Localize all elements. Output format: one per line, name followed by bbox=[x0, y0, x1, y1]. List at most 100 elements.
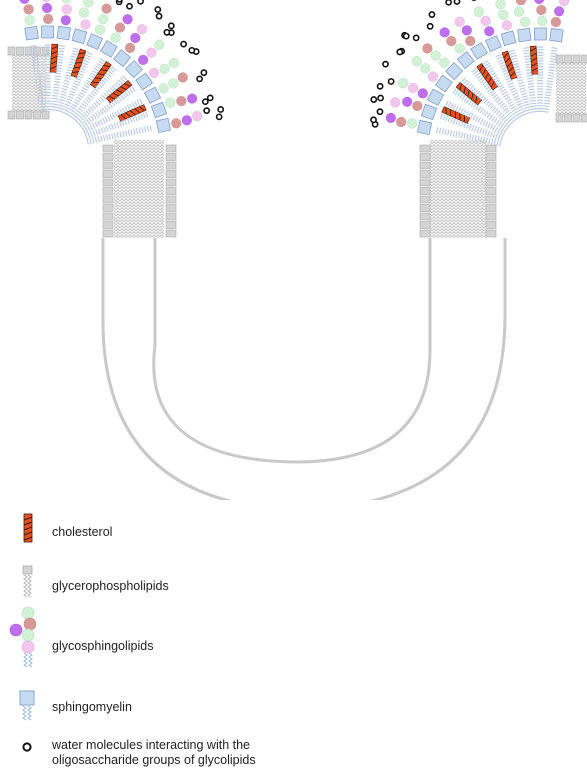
membrane-diagram bbox=[0, 0, 587, 500]
water-molecule bbox=[204, 108, 209, 113]
legend-label-cholesterol: cholesterol bbox=[52, 525, 112, 540]
water-molecule bbox=[218, 107, 223, 112]
sugar-unit bbox=[95, 25, 105, 35]
lipid-head bbox=[166, 179, 176, 186]
legend-label-sphingomyelin: sphingomyelin bbox=[52, 700, 132, 715]
lipid-head bbox=[573, 55, 580, 63]
sphingomyelin-box bbox=[550, 28, 564, 42]
sugar-unit bbox=[61, 15, 71, 25]
sugar-unit bbox=[481, 16, 491, 26]
sugar-unit bbox=[81, 19, 91, 29]
lipid-head bbox=[420, 205, 430, 212]
sugar-unit bbox=[402, 97, 412, 107]
sugar-unit bbox=[428, 72, 438, 82]
sugar-unit bbox=[79, 8, 89, 18]
lipid-head bbox=[103, 205, 113, 212]
lipid-head bbox=[166, 154, 176, 161]
lipid-head bbox=[420, 188, 430, 195]
sphingomyelin-box bbox=[427, 89, 443, 105]
lipid-head bbox=[103, 213, 113, 220]
water-molecule bbox=[371, 97, 376, 102]
right-stem-heads-b bbox=[486, 145, 496, 237]
sugar-unit bbox=[551, 17, 561, 27]
sphingomyelin-head bbox=[417, 120, 431, 134]
sphingomyelin-box bbox=[421, 104, 436, 119]
sugar-unit bbox=[440, 27, 450, 37]
sugar-unit bbox=[386, 113, 396, 123]
sphingomyelin-box bbox=[156, 118, 170, 132]
left-stem-heads-b bbox=[166, 145, 176, 237]
lipid-head bbox=[420, 145, 430, 152]
lipid-head bbox=[103, 230, 113, 237]
lipid-tail bbox=[546, 47, 555, 112]
water-molecule bbox=[169, 23, 174, 28]
sugar-unit bbox=[171, 118, 181, 128]
lipid-head bbox=[34, 111, 41, 119]
legend-item-glycerophospholipids: glycerophospholipids bbox=[0, 565, 587, 595]
water-molecule-icon bbox=[20, 740, 34, 754]
lipid-head bbox=[486, 171, 496, 178]
sphingomyelin-head bbox=[72, 29, 87, 44]
water-molecule bbox=[164, 30, 169, 35]
lipid-head bbox=[166, 188, 176, 195]
water-molecule bbox=[377, 109, 382, 114]
lipid-head bbox=[420, 179, 430, 186]
lipid-head bbox=[166, 205, 176, 212]
sugar-unit bbox=[154, 40, 164, 50]
left-flat-bilayer bbox=[8, 47, 49, 119]
sphingomyelin-box bbox=[144, 87, 160, 103]
sphingomyelin-head bbox=[485, 36, 501, 52]
lipid-head bbox=[103, 179, 113, 186]
lipid-head bbox=[486, 230, 496, 237]
sugar-unit bbox=[439, 58, 449, 68]
sugar-unit bbox=[159, 83, 169, 93]
sphingomyelin-box bbox=[101, 41, 117, 57]
sphingomyelin-box bbox=[501, 31, 516, 46]
legend-label-glycosphingolipids: glycosphingolipids bbox=[52, 639, 153, 654]
sphingomyelin-head bbox=[151, 102, 166, 117]
water-molecule bbox=[197, 76, 202, 81]
lipid-head bbox=[486, 145, 496, 152]
lipid-head bbox=[486, 205, 496, 212]
sugar-unit bbox=[149, 68, 159, 78]
sugar-unit bbox=[41, 0, 51, 2]
legend-item-glycosphingolipids: glycosphingolipids bbox=[0, 606, 587, 636]
lipid-head bbox=[103, 196, 113, 203]
sphingomyelin-head bbox=[518, 28, 531, 41]
water-molecule bbox=[203, 99, 208, 104]
lipid-head bbox=[556, 55, 563, 63]
water-molecule bbox=[397, 49, 402, 54]
sugar-unit bbox=[192, 111, 202, 121]
sugar-unit bbox=[412, 101, 422, 111]
lipid-head bbox=[486, 222, 496, 229]
water-molecule bbox=[389, 79, 394, 84]
sugar-unit bbox=[130, 33, 140, 43]
legend-item-sphingomyelin: sphingomyelin bbox=[0, 690, 587, 720]
lipid-head bbox=[565, 55, 572, 63]
lipid-head bbox=[420, 222, 430, 229]
water-molecule bbox=[446, 0, 451, 5]
sugar-unit bbox=[484, 26, 494, 36]
sphingomyelin-head bbox=[25, 26, 39, 40]
sugar-unit bbox=[520, 17, 530, 27]
lipid-head bbox=[486, 188, 496, 195]
sphingomyelin-head bbox=[144, 87, 160, 103]
lipid-head bbox=[420, 171, 430, 178]
legend-item-cholesterol: cholesterol bbox=[0, 512, 587, 542]
sphingomyelin-icon bbox=[18, 690, 38, 722]
sphingomyelin-box bbox=[534, 28, 546, 40]
sugar-unit bbox=[496, 0, 506, 9]
lipid-head bbox=[103, 154, 113, 161]
sphingomyelin-box bbox=[57, 26, 70, 39]
sugar-unit bbox=[42, 3, 52, 13]
glycerophospholipid-icon bbox=[18, 565, 38, 599]
sphingomyelin-head bbox=[534, 28, 546, 40]
sugar-unit bbox=[536, 5, 546, 15]
lipid-head bbox=[166, 213, 176, 220]
sugar-unit bbox=[61, 0, 71, 3]
lipid-head bbox=[420, 213, 430, 220]
sugar-unit bbox=[420, 63, 430, 73]
sugar-unit bbox=[102, 4, 112, 14]
lipid-head bbox=[486, 162, 496, 169]
